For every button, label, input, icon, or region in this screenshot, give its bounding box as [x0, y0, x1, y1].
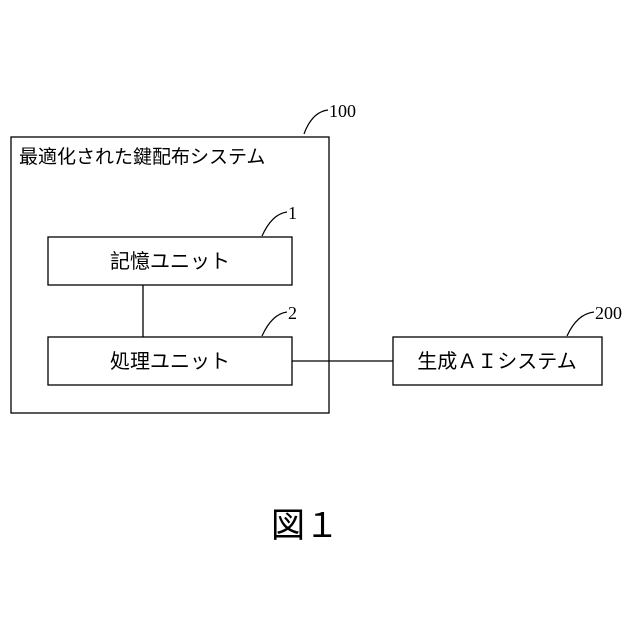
generative-ai-system-label: 生成ＡＩシステム [417, 349, 576, 373]
ref-2-label: 2 [288, 303, 297, 323]
ref-100-label: 100 [329, 101, 356, 121]
ref-200-label: 200 [595, 303, 622, 323]
figure-caption: 図１ [271, 506, 339, 546]
ref-200-leader-line [567, 312, 594, 336]
processing-unit-label: 処理ユニット [110, 349, 230, 373]
ref-1-label: 1 [288, 203, 297, 223]
ref-100-leader-line [304, 110, 328, 134]
optimized-key-distribution-system-label: 最適化された鍵配布システム [19, 146, 265, 168]
memory-unit-label: 記憶ユニット [110, 249, 230, 273]
